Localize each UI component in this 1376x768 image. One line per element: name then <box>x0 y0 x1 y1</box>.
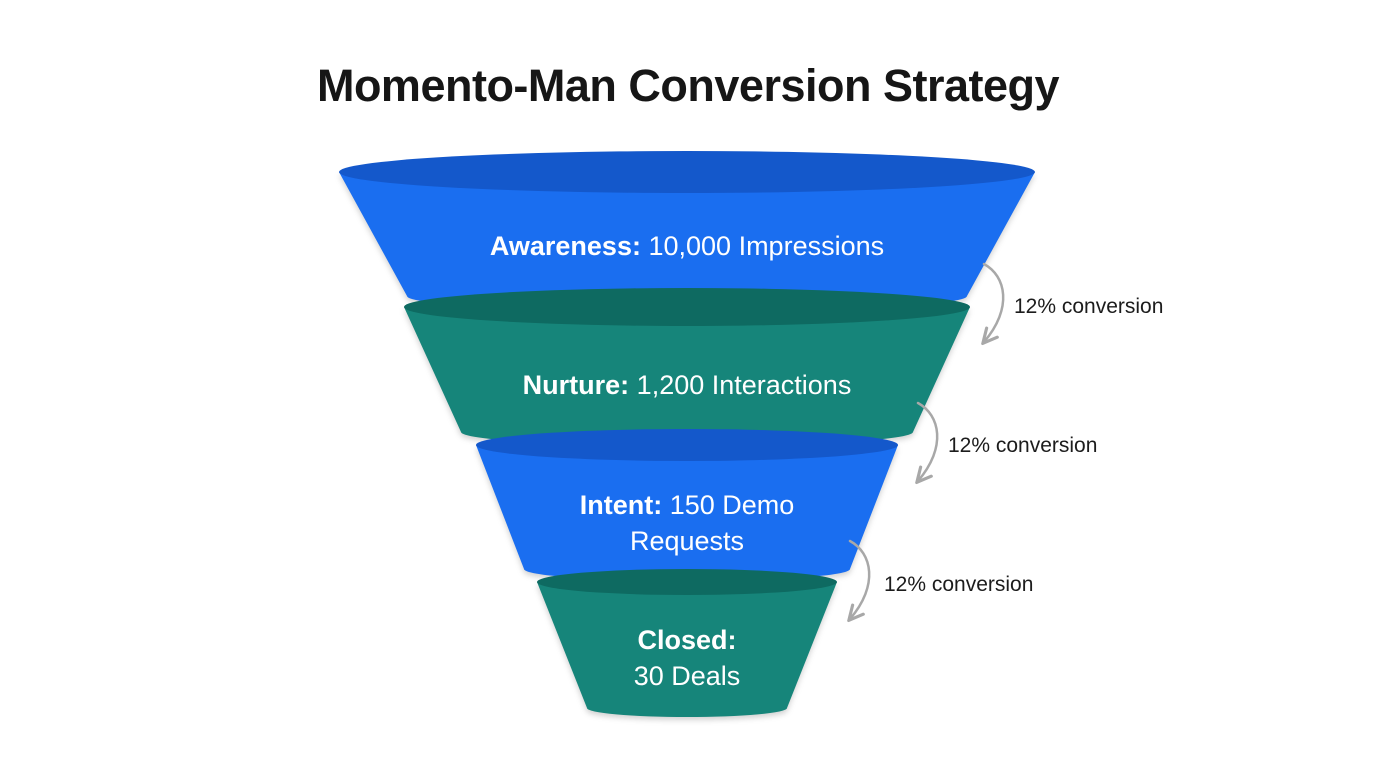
stage-name-closed: Closed: <box>637 625 737 655</box>
funnel-segment-closed <box>537 569 837 717</box>
closed-face <box>537 582 837 717</box>
stage-label-nurture: Nurture: 1,200 Interactions <box>437 367 937 403</box>
nurture-face <box>404 307 970 446</box>
conversion-arrow-2 <box>918 401 939 481</box>
chart-title: Momento-Man Conversion Strategy <box>316 60 1060 111</box>
stage-value-intent: 150 Demo Requests <box>629 490 795 556</box>
conversion-arrow-3 <box>850 539 871 619</box>
funnel-segment-nurture <box>404 288 970 446</box>
stage-value-nurture: 1,200 Interactions <box>636 370 852 400</box>
conversion-label-3: 12% conversion <box>884 573 1034 596</box>
stage-label-closed: Closed: 30 Deals <box>587 622 787 694</box>
stage-value-closed: 30 Deals <box>633 661 741 691</box>
awareness-rim <box>339 151 1035 193</box>
stage-value-awareness: 10,000 Impressions <box>648 231 885 261</box>
funnel-segment-intent <box>476 429 898 581</box>
conversion-arrow-1 <box>984 262 1005 342</box>
stage-name-nurture: Nurture: <box>522 370 630 400</box>
stage-name-intent: Intent: <box>579 490 663 520</box>
intent-rim <box>476 429 898 461</box>
stage-name-awareness: Awareness: <box>489 231 641 261</box>
nurture-rim <box>404 288 970 326</box>
funnel-segment-awareness <box>339 151 1035 312</box>
conversion-label-2: 12% conversion <box>948 434 1098 457</box>
closed-rim <box>537 569 837 595</box>
stage-label-intent: Intent: 150 Demo Requests <box>557 487 817 559</box>
conversion-label-1: 12% conversion <box>1014 295 1164 318</box>
awareness-face <box>339 172 1035 312</box>
stage-label-awareness: Awareness: 10,000 Impressions <box>387 228 987 264</box>
intent-face <box>476 445 898 581</box>
